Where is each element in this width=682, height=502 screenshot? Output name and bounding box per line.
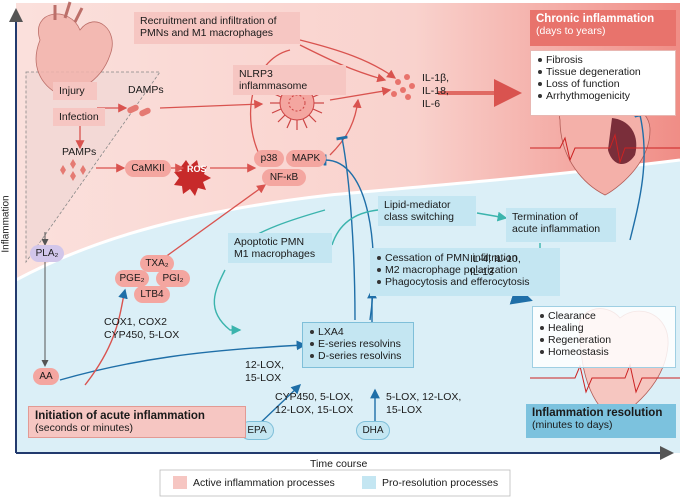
pamps-graphic xyxy=(60,159,86,181)
enzyme: COX1, COX2 xyxy=(104,316,168,328)
cessation-item: Cessation of PMN infiltration xyxy=(376,252,554,264)
cessation-item: Phagocytosis and efferocytosis xyxy=(376,276,554,288)
chronic-title: Chronic inflammation xyxy=(536,13,655,25)
resolution-subtitle: (minutes to days) xyxy=(532,419,613,431)
pge2-pill: PGE₂ xyxy=(115,270,149,287)
heart-illustration-chronic xyxy=(530,101,680,196)
heart-illustration-top xyxy=(35,1,113,96)
cessation-box: Cessation of PMN infiltration M2 macroph… xyxy=(370,248,560,296)
ros-label: ROS xyxy=(187,164,207,174)
resolution-box: Inflammation resolution (minutes to days… xyxy=(526,404,676,438)
cytokine: IL-4, IL-10, xyxy=(470,253,521,265)
chronic-inflammation-header: Chronic inflammation (days to years) xyxy=(530,10,676,46)
nlrp3-label: NLRP3 inflammasome xyxy=(233,65,346,95)
infection-box: Infection xyxy=(53,108,105,126)
recruitment-box: Recruitment and infiltration of PMNs and… xyxy=(134,12,300,44)
chronic-item: Arrhythmogenicity xyxy=(537,90,669,102)
spm-mediators-box: LXA4 E-series resolvins D-series resolvi… xyxy=(302,322,414,368)
resolution-title: Inflammation resolution xyxy=(532,407,663,419)
enzyme: 12-LOX, 15-LOX xyxy=(275,404,354,416)
enzyme: CYP450, 5-LOX, xyxy=(275,391,354,403)
injury-box: Injury xyxy=(53,82,97,100)
cytokine: IL-13 xyxy=(470,266,494,278)
cessation-item: M2 macrophage polarization xyxy=(376,264,554,276)
pla2-pill: PLA₂ xyxy=(30,245,64,262)
enzyme: 5-LOX, 12-LOX, xyxy=(386,391,462,403)
initiation-title: Initiation of acute inflammation xyxy=(35,410,205,422)
pro-cytokine-dots xyxy=(391,74,415,100)
resolution-item: Healing xyxy=(539,322,669,334)
legend-label-resolution: Pro-resolution processes xyxy=(382,477,499,489)
recruitment-line: Recruitment and infiltration of xyxy=(140,15,277,27)
enzyme: 15-LOX xyxy=(386,404,423,416)
ltb4-pill: LTB4 xyxy=(134,286,170,303)
mediator-item: LXA4 xyxy=(309,326,407,338)
cytokine: IL-18, xyxy=(422,85,449,97)
termination-box: Termination of acute inflammation xyxy=(506,208,616,242)
x-axis-label: Time course xyxy=(310,458,368,470)
aa-pill: AA xyxy=(33,368,59,385)
nfkb-pill: NF-κB xyxy=(262,169,306,186)
pgi2-pill: PGI₂ xyxy=(156,270,190,287)
legend-frame xyxy=(159,469,511,497)
epa-enzymes: CYP450, 5-LOX, 12-LOX, 15-LOX xyxy=(275,391,353,417)
damps-graphic xyxy=(127,104,151,117)
dha-pill: DHA xyxy=(356,421,390,440)
dha-enzymes: 5-LOX, 12-LOX, 15-LOX xyxy=(386,391,461,417)
camkii-pill: CaMKII xyxy=(125,160,171,177)
lipid-switch-line: class switching xyxy=(384,211,455,223)
resolution-outcomes-list: Clearance Healing Regeneration Homeostas… xyxy=(532,306,676,368)
anti-cytokine-label: IL-4, IL-10, IL-13 xyxy=(470,253,521,279)
initiation-box: Initiation of acute inflammation (second… xyxy=(28,406,246,438)
initiation-subtitle: (seconds or minutes) xyxy=(35,422,134,434)
y-axis-label: Inflammation xyxy=(0,195,12,253)
enzyme: 15-LOX xyxy=(245,372,282,384)
cox-enzymes: COX1, COX2 CYP450, 5-LOX xyxy=(104,316,179,342)
lipid-switch-line: Lipid-mediator xyxy=(384,199,451,211)
cytokine: IL-1β, xyxy=(422,72,450,84)
chronic-subtitle: (days to years) xyxy=(536,25,606,37)
apoptotic-box: Apoptotic PMN M1 macrophages xyxy=(228,233,332,263)
resolution-item: Clearance xyxy=(539,310,669,322)
recruitment-line: PMNs and M1 macrophages xyxy=(140,27,274,39)
chronic-outcomes-list: Fibrosis Tissue degeneration Loss of fun… xyxy=(530,50,676,116)
epa-pill: EPA xyxy=(240,421,274,440)
aa-lox-enzymes: 12-LOX, 15-LOX xyxy=(245,359,284,385)
termination-line: Termination of xyxy=(512,211,578,223)
resolution-item: Homeostasis xyxy=(539,346,669,358)
txa2-pill: TXA₂ xyxy=(140,255,174,272)
lipid-switch-box: Lipid-mediator class switching xyxy=(378,196,476,226)
enzyme: CYP450, 5-LOX xyxy=(104,329,180,341)
mediator-item: D-series resolvins xyxy=(309,350,407,362)
resolution-item: Regeneration xyxy=(539,334,669,346)
chronic-item: Fibrosis xyxy=(537,54,669,66)
pro-cytokine-label: IL-1β, IL-18, IL-6 xyxy=(422,72,449,111)
legend-swatch-active xyxy=(173,476,187,489)
enzyme: 12-LOX, xyxy=(245,359,285,371)
legend-swatch-resolution xyxy=(362,476,376,489)
legend-label-active: Active inflammation processes xyxy=(193,477,335,489)
termination-line: acute inflammation xyxy=(512,223,601,235)
cytokine: IL-6 xyxy=(422,98,441,110)
mediator-item: E-series resolvins xyxy=(309,338,407,350)
chronic-item: Tissue degeneration xyxy=(537,66,669,78)
chronic-item: Loss of function xyxy=(537,78,669,90)
inflammation-region xyxy=(16,3,680,280)
damps-label: DAMPs xyxy=(128,84,164,96)
apoptotic-line: M1 macrophages xyxy=(234,248,316,260)
p38-pill: p38 xyxy=(254,150,284,167)
pamps-label: PAMPs xyxy=(62,146,97,158)
mapk-pill: MAPK xyxy=(286,150,326,167)
apoptotic-line: Apoptotic PMN xyxy=(234,236,305,248)
